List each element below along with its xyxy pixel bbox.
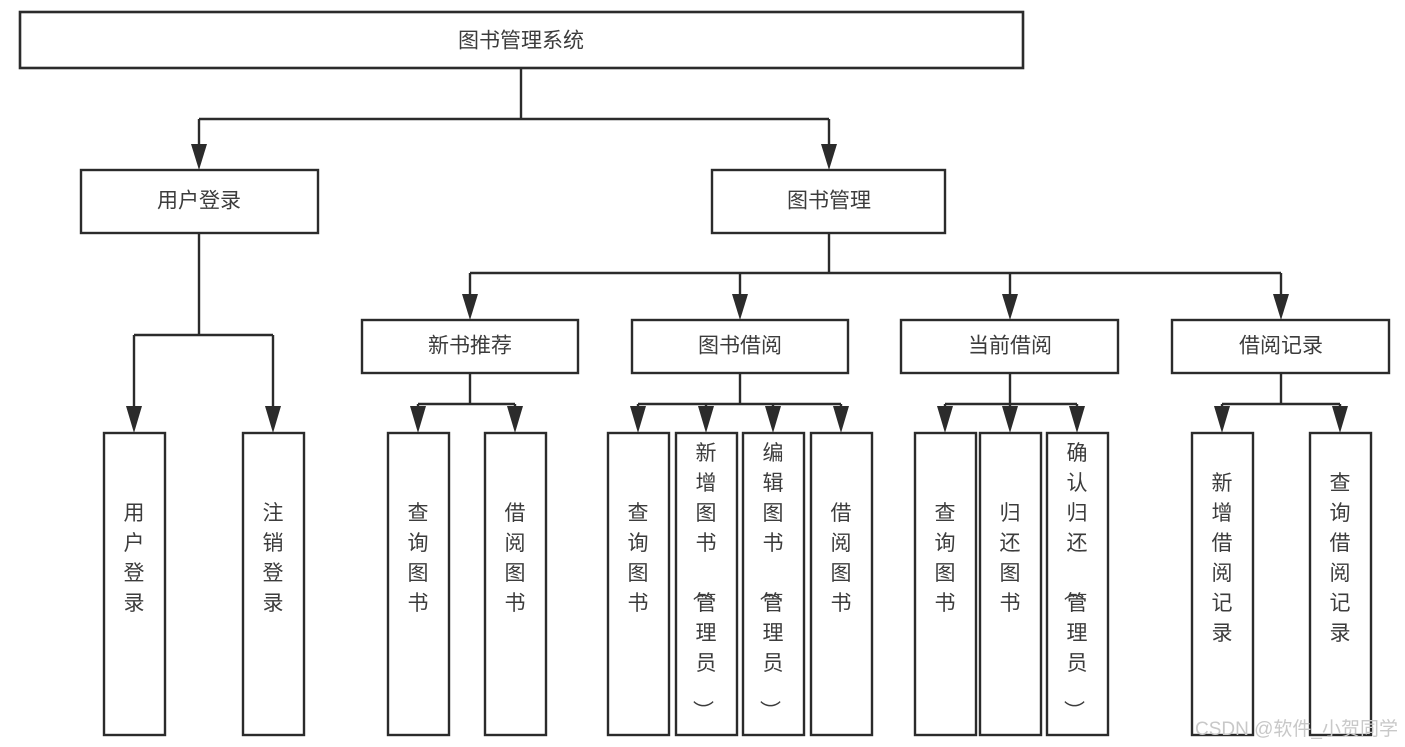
- leaf-borrow-book-2[interactable]: 借阅图书: [809, 431, 874, 737]
- node-root[interactable]: 图书管理系统: [18, 10, 1025, 70]
- arrow-head-leaf-return-book: [1002, 406, 1018, 433]
- node-borrow-record-box[interactable]: [1170, 318, 1391, 375]
- node-book-borrow-box[interactable]: [630, 318, 850, 375]
- connector-group-borrowrecord: [1214, 373, 1348, 433]
- arrow-head-userlogin: [191, 144, 207, 170]
- leaf-add-book-box[interactable]: [674, 431, 739, 737]
- leaf-query-book-3-box[interactable]: [913, 431, 978, 737]
- arrow-head-leaf-add-book: [698, 406, 714, 433]
- leaf-borrow-book-1-label: 借阅图书: [505, 502, 526, 615]
- arrow-head-leaf-logout-login: [265, 406, 281, 433]
- node-user-login[interactable]: 用户登录: [79, 168, 320, 235]
- leaf-edit-book[interactable]: 编辑图书（管理员）: [741, 431, 806, 737]
- connector-group-userlogin: [126, 233, 281, 433]
- leaf-add-record[interactable]: 新增借阅记录: [1190, 431, 1255, 737]
- arrow-head-borrow-record: [1273, 294, 1289, 320]
- node-borrow-record[interactable]: 借阅记录: [1170, 318, 1391, 375]
- connector-group-bookmanage: [462, 233, 1289, 320]
- arrow-head-leaf-query-record: [1332, 406, 1348, 433]
- leaf-borrow-book-2-label: 借阅图书: [831, 502, 852, 615]
- arrow-head-new-book-recommend: [462, 294, 478, 320]
- arrow-head-leaf-confirm-return: [1069, 406, 1085, 433]
- node-current-borrow[interactable]: 当前借阅: [899, 318, 1120, 375]
- arrow-head-bookmanage: [821, 144, 837, 170]
- leaf-query-record-box[interactable]: [1308, 431, 1373, 737]
- connector-group-newbook: [410, 373, 523, 433]
- leaf-logout-login[interactable]: 注销登录: [241, 431, 306, 737]
- arrow-head-leaf-edit-book: [765, 406, 781, 433]
- node-book-borrow[interactable]: 图书借阅: [630, 318, 850, 375]
- leaf-edit-book-box[interactable]: [741, 431, 806, 737]
- leaf-query-book-3-label: 查询图书: [935, 502, 956, 615]
- leaf-borrow-book-1[interactable]: 借阅图书: [483, 431, 548, 737]
- arrow-head-leaf-query-book-2: [630, 406, 646, 433]
- leaf-add-book-label: 新增图书（管理员）: [691, 442, 717, 721]
- leaf-user-login-box[interactable]: [102, 431, 167, 737]
- connector-group-bookborrow: [630, 373, 849, 433]
- leaf-query-book-1[interactable]: 查询图书: [386, 431, 451, 737]
- leaf-query-book-2-label: 查询图书: [628, 502, 649, 615]
- arrow-head-leaf-query-book-1: [410, 406, 426, 433]
- node-book-borrow-label: 图书借阅: [698, 335, 782, 358]
- node-new-book-recommend-label: 新书推荐: [428, 335, 512, 358]
- node-borrow-record-label: 借阅记录: [1239, 335, 1323, 358]
- leaf-edit-book-label: 编辑图书（管理员）: [758, 442, 784, 721]
- leaf-add-record-label: 新增借阅记录: [1212, 472, 1233, 645]
- arrow-head-leaf-add-record: [1214, 406, 1230, 433]
- leaf-logout-login-box[interactable]: [241, 431, 306, 737]
- leaf-return-book-label: 归还图书: [1000, 502, 1021, 615]
- node-new-book-recommend-box[interactable]: [360, 318, 580, 375]
- leaf-query-book-3[interactable]: 查询图书: [913, 431, 978, 737]
- leaf-confirm-return[interactable]: 确认归还（管理员）: [1045, 431, 1110, 737]
- arrow-head-leaf-borrow-book-1: [507, 406, 523, 433]
- leaf-user-login[interactable]: 用户登录: [102, 431, 167, 737]
- arrow-head-leaf-query-book-3: [937, 406, 953, 433]
- connector-group-root: [191, 68, 837, 170]
- leaf-query-record-label: 查询借阅记录: [1330, 472, 1351, 645]
- leaf-add-record-box[interactable]: [1190, 431, 1255, 737]
- leaf-borrow-book-2-box[interactable]: [809, 431, 874, 737]
- node-current-borrow-box[interactable]: [899, 318, 1120, 375]
- leaf-query-book-1-label: 查询图书: [408, 502, 429, 615]
- node-book-manage[interactable]: 图书管理: [710, 168, 947, 235]
- leaf-query-record[interactable]: 查询借阅记录: [1308, 431, 1373, 737]
- arrow-head-leaf-user-login: [126, 406, 142, 433]
- node-current-borrow-label: 当前借阅: [968, 335, 1052, 358]
- arrow-head-leaf-borrow-book-2: [833, 406, 849, 433]
- node-user-login-box[interactable]: [79, 168, 320, 235]
- leaf-query-book-2-box[interactable]: [606, 431, 671, 737]
- watermark-label: CSDN @软件_小贺同学: [1195, 718, 1398, 740]
- node-book-manage-box[interactable]: [710, 168, 947, 235]
- leaf-query-book-1-box[interactable]: [386, 431, 451, 737]
- leaf-user-login-label: 用户登录: [124, 502, 145, 615]
- node-root-box[interactable]: [18, 10, 1025, 70]
- node-user-login-label: 用户登录: [157, 190, 241, 213]
- leaf-return-book-box[interactable]: [978, 431, 1043, 737]
- leaf-return-book[interactable]: 归还图书: [978, 431, 1043, 737]
- arrow-head-book-borrow: [732, 294, 748, 320]
- node-new-book-recommend[interactable]: 新书推荐: [360, 318, 580, 375]
- connector-group-currentborrow: [937, 373, 1085, 433]
- node-book-manage-label: 图书管理: [787, 190, 871, 213]
- leaf-logout-login-label: 注销登录: [263, 502, 284, 615]
- leaf-confirm-return-label: 确认归还（管理员）: [1062, 442, 1088, 721]
- arrow-head-current-borrow: [1002, 294, 1018, 320]
- leaf-query-book-2[interactable]: 查询图书: [606, 431, 671, 737]
- leaf-confirm-return-box[interactable]: [1045, 431, 1110, 737]
- leaf-add-book[interactable]: 新增图书（管理员）: [674, 431, 739, 737]
- node-root-label: 图书管理系统: [458, 30, 584, 53]
- leaf-borrow-book-1-box[interactable]: [483, 431, 548, 737]
